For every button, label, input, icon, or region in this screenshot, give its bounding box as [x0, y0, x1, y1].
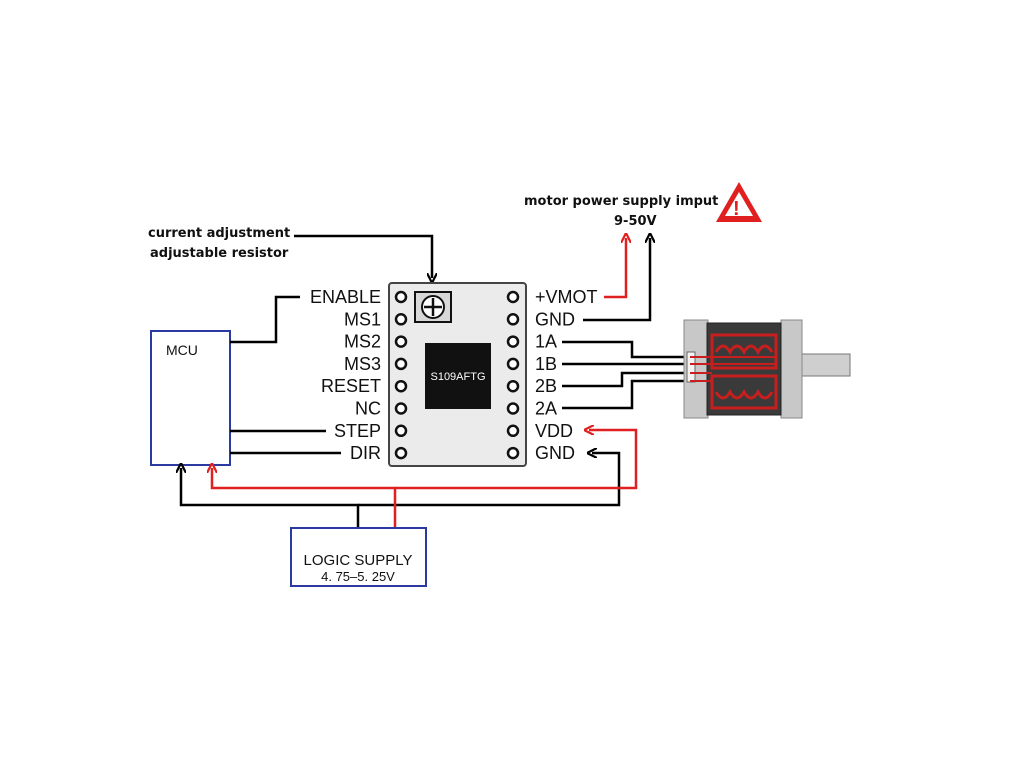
pin-label-right: 1B: [535, 354, 557, 374]
pin-hole: [394, 357, 408, 371]
warning-mark: !: [733, 198, 740, 220]
motor-gnd-wire: [583, 238, 650, 322]
pin-hole: [506, 335, 520, 348]
current-adjustment-label: current adjustment: [148, 226, 290, 241]
pin-hole: [506, 402, 520, 415]
pot-pointer-wire: [294, 234, 432, 278]
pin-label-right: 1A: [535, 332, 557, 352]
logic-supply-title: LOGIC SUPPLY: [304, 552, 413, 569]
adjustable-resistor-label: adjustable resistor: [150, 246, 289, 261]
mcu-vcc-wire: [212, 468, 397, 528]
stepper-motor-icon: [683, 319, 851, 419]
pin-label-right: 2B: [535, 376, 557, 396]
pin-hole: [506, 290, 520, 304]
pin-label-left: MS3: [344, 354, 381, 374]
motor-supply-label: motor power supply imput: [524, 194, 718, 209]
pin-hole: [394, 335, 408, 348]
pin-label-left: DIR: [350, 443, 381, 463]
pin-label-left: NC: [355, 399, 381, 419]
mcu-label: MCU: [166, 342, 198, 358]
wire-2a: [562, 379, 690, 410]
wire-2b: [562, 371, 690, 388]
mcu-gnd-wire: [181, 468, 360, 528]
pin-label-right: GND: [535, 309, 575, 329]
mcu-box: [150, 330, 231, 466]
logic-supply-range: 4. 75–5. 25V: [321, 569, 395, 584]
pin-hole: [506, 446, 520, 460]
driver-gnd-wire: [358, 453, 621, 507]
motor-supply-voltage: 9-50V: [614, 214, 657, 229]
pin-hole: [394, 424, 408, 438]
wire-1a: [562, 340, 690, 359]
pin-hole: [506, 313, 520, 326]
pin-hole: [506, 379, 520, 393]
logic-supply-box: [290, 527, 427, 587]
pin-hole: [506, 424, 520, 438]
pin-hole: [394, 446, 408, 460]
pin-label-left: RESET: [321, 376, 381, 396]
driver-chip: [425, 343, 491, 409]
pin-label-left: MS2: [344, 332, 381, 352]
pin-hole: [394, 379, 408, 393]
pin-label-right: 2A: [535, 399, 557, 419]
pin-hole: [506, 357, 520, 371]
pin-label-right: +VMOT: [535, 287, 598, 307]
pin-label-left: ENABLE: [310, 287, 381, 307]
chip-label: S109AFTG: [430, 371, 485, 383]
driver-vdd-wire: [395, 430, 638, 490]
pin-holes: [394, 290, 520, 460]
pin-hole: [394, 402, 408, 415]
potentiometer-icon: [414, 291, 452, 323]
vmot-wire: [604, 238, 626, 299]
pin-hole: [394, 313, 408, 326]
pin-label-right: VDD: [535, 421, 573, 441]
warning-icon: !: [716, 182, 762, 222]
pin-label-right: GND: [535, 443, 575, 463]
driver-board: S109AFTG: [388, 282, 527, 467]
pin-label-left: MS1: [344, 309, 381, 329]
enable-wire: [230, 295, 300, 344]
pin-label-left: STEP: [334, 421, 381, 441]
pin-hole: [394, 290, 408, 304]
